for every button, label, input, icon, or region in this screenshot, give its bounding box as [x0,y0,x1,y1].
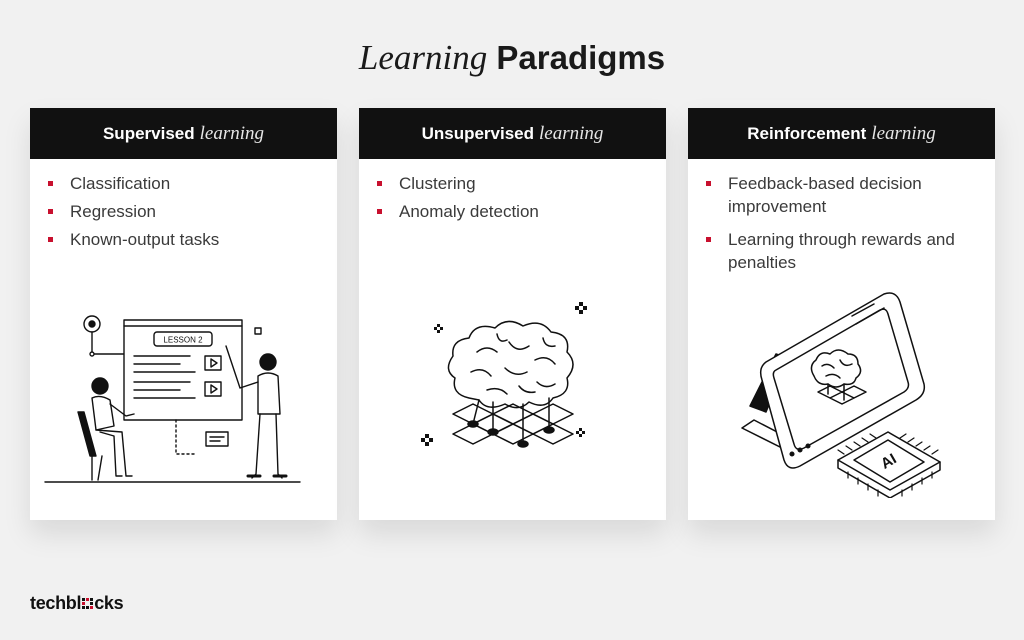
logo-text-start: techbl [30,593,82,613]
list-item: Feedback-based decision improvement [706,172,975,218]
page-title: Learning Paradigms [0,38,1024,78]
card-heading-italic: learning [539,122,604,144]
bullet-list: Classification Regression Known-output t… [30,159,337,251]
card-reinforcement: Reinforcement learning Feedback-based de… [688,108,995,520]
card-header: Supervised learning [30,108,337,159]
logo-pixel-o-icon [82,598,94,609]
card-heading-bold: Supervised [102,123,195,143]
chip-label: AI [878,450,899,472]
card-header: Reinforcement learning [688,108,995,159]
slide-label: LESSON 2 [163,336,203,345]
card-heading-bold: Unsupervised [421,123,535,143]
card-heading-italic: learning [871,122,936,144]
list-item: Known-output tasks [48,228,317,251]
list-item: Classification [48,172,317,195]
bullet-list: Clustering Anomaly detection [359,159,666,223]
list-item: Anomaly detection [377,200,646,223]
techblocks-logo: techbl cks [30,593,124,614]
card-heading-italic: learning [199,122,265,144]
list-item: Learning through rewards and penalties [706,228,975,274]
logo-text-end: cks [94,593,124,613]
brain-network-icon [421,302,587,448]
card-heading-bold: Reinforcement [747,123,867,143]
title-italic: Learning [358,38,488,77]
tablet-ai-chip-icon: AI [741,292,941,498]
list-item: Clustering [377,172,646,195]
title-bold: Paradigms [496,39,666,76]
card-supervised: Supervised learning Classification Regre… [30,108,337,520]
bullet-list: Feedback-based decision improvement Lear… [688,159,995,274]
card-header: Unsupervised learning [359,108,666,159]
list-item: Regression [48,200,317,223]
teacher-lesson-icon: LESSON 2 [44,315,301,483]
card-unsupervised: Unsupervised learning Clustering Anomaly… [359,108,666,520]
